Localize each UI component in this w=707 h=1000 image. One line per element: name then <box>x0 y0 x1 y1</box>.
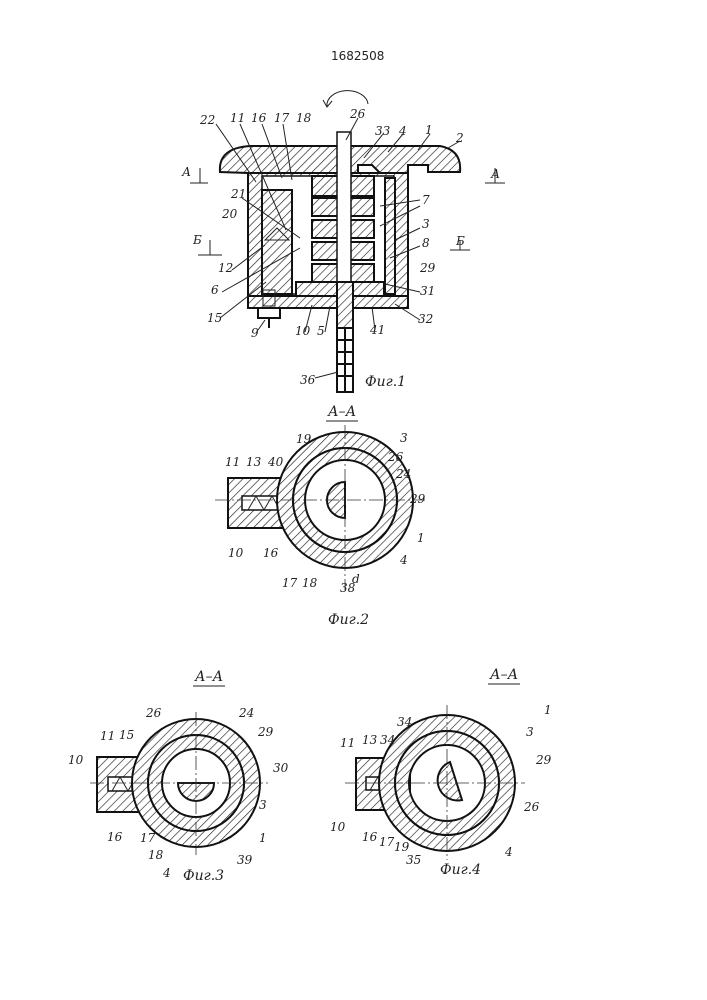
label-1: 1 <box>259 831 267 845</box>
label-12: 12 <box>218 261 233 275</box>
label-19: 19 <box>296 432 312 446</box>
label-10: 10 <box>228 546 244 560</box>
label-11: 11 <box>230 111 245 125</box>
label-6: 6 <box>211 283 219 297</box>
label-13: 13 <box>246 455 262 469</box>
label-32: 32 <box>418 312 433 326</box>
label-8: 8 <box>422 236 430 250</box>
label-18: 18 <box>302 576 318 590</box>
label-1: 1 <box>417 531 425 545</box>
label-11: 11 <box>340 736 355 750</box>
figure-4-caption: Фиг.4 <box>440 862 481 878</box>
figure-4-section-title: А–А <box>489 667 518 683</box>
figure-2-caption: Фиг.2 <box>328 612 369 628</box>
label-29: 29 <box>409 492 426 506</box>
label-13: 13 <box>362 733 378 747</box>
label-4: 4 <box>399 553 408 567</box>
label-34-upper: 34 <box>397 715 412 729</box>
label-20: 20 <box>221 207 238 221</box>
section-mark-a-right: А <box>490 167 500 181</box>
figure-1: 22 11 16 17 18 26 33 4 1 2 А А 21 20 Б Б… <box>181 91 505 392</box>
label-1: 1 <box>544 703 552 717</box>
label-3: 3 <box>526 725 534 739</box>
label-40: 40 <box>267 455 284 469</box>
label-4: 4 <box>398 124 407 138</box>
label-15: 15 <box>207 311 222 325</box>
label-29: 29 <box>419 261 436 275</box>
label-33: 33 <box>375 124 391 138</box>
section-mark-a-left: А <box>181 165 191 179</box>
label-16: 16 <box>107 830 123 844</box>
label-16: 16 <box>251 111 267 125</box>
label-4: 4 <box>162 866 171 880</box>
label-3: 3 <box>259 798 267 812</box>
label-26: 26 <box>349 107 366 121</box>
label-34-lower: 34 <box>380 733 395 747</box>
figure-2-section-title: А–А <box>327 404 356 420</box>
figure-1-caption: Фиг.1 <box>365 374 406 390</box>
label-39: 39 <box>237 853 253 867</box>
label-17: 17 <box>140 831 156 845</box>
label-26: 26 <box>523 800 540 814</box>
label-19: 19 <box>394 840 410 854</box>
label-1: 1 <box>425 123 433 137</box>
label-3: 3 <box>422 217 430 231</box>
label-15: 15 <box>119 728 134 742</box>
label-17: 17 <box>274 111 290 125</box>
label-2: 2 <box>455 131 464 145</box>
label-3: 3 <box>400 431 408 445</box>
label-29: 29 <box>535 753 552 767</box>
label-10: 10 <box>295 324 311 338</box>
figure-3: А–А 26 24 29 11 15 10 30 3 16 17 1 18 39… <box>68 669 289 884</box>
label-31: 31 <box>420 284 435 298</box>
label-7: 7 <box>422 193 430 207</box>
label-16: 16 <box>362 830 378 844</box>
shaft-end <box>337 328 353 392</box>
label-18: 18 <box>148 848 164 862</box>
label-36: 36 <box>300 373 316 387</box>
label-22: 22 <box>199 113 215 127</box>
label-29: 29 <box>257 725 274 739</box>
label-41: 41 <box>369 323 385 337</box>
label-11: 11 <box>100 729 115 743</box>
section-mark-b-right: Б <box>455 234 465 248</box>
label-26: 26 <box>387 450 404 464</box>
label-16: 16 <box>263 546 279 560</box>
label-10: 10 <box>330 820 346 834</box>
patent-number: 1682508 <box>331 49 384 63</box>
label-30: 30 <box>273 761 289 775</box>
label-11: 11 <box>225 455 240 469</box>
label-24: 24 <box>238 706 254 720</box>
figure-3-caption: Фиг.3 <box>183 868 224 884</box>
label-26: 26 <box>145 706 162 720</box>
figure-2: А–А 19 3 11 13 40 26 24 29 10 16 17 18 3… <box>215 404 426 628</box>
label-35: 35 <box>406 853 421 867</box>
rotation-arrow-icon <box>327 91 368 106</box>
label-17: 17 <box>282 576 298 590</box>
label-24: 24 <box>395 467 411 481</box>
label-9: 9 <box>251 326 259 340</box>
label-5: 5 <box>317 324 325 338</box>
label-10: 10 <box>68 753 84 767</box>
label-d: d <box>352 572 360 586</box>
figure-3-section-title: А–А <box>194 669 223 685</box>
label-4: 4 <box>504 845 513 859</box>
section-mark-b-left: Б <box>192 233 202 247</box>
label-18: 18 <box>296 111 312 125</box>
label-17: 17 <box>379 835 395 849</box>
figure-4: А–А 1 34 34 13 11 3 29 26 10 16 17 19 35… <box>330 667 552 878</box>
label-21: 21 <box>230 187 246 201</box>
shaft <box>337 132 351 294</box>
